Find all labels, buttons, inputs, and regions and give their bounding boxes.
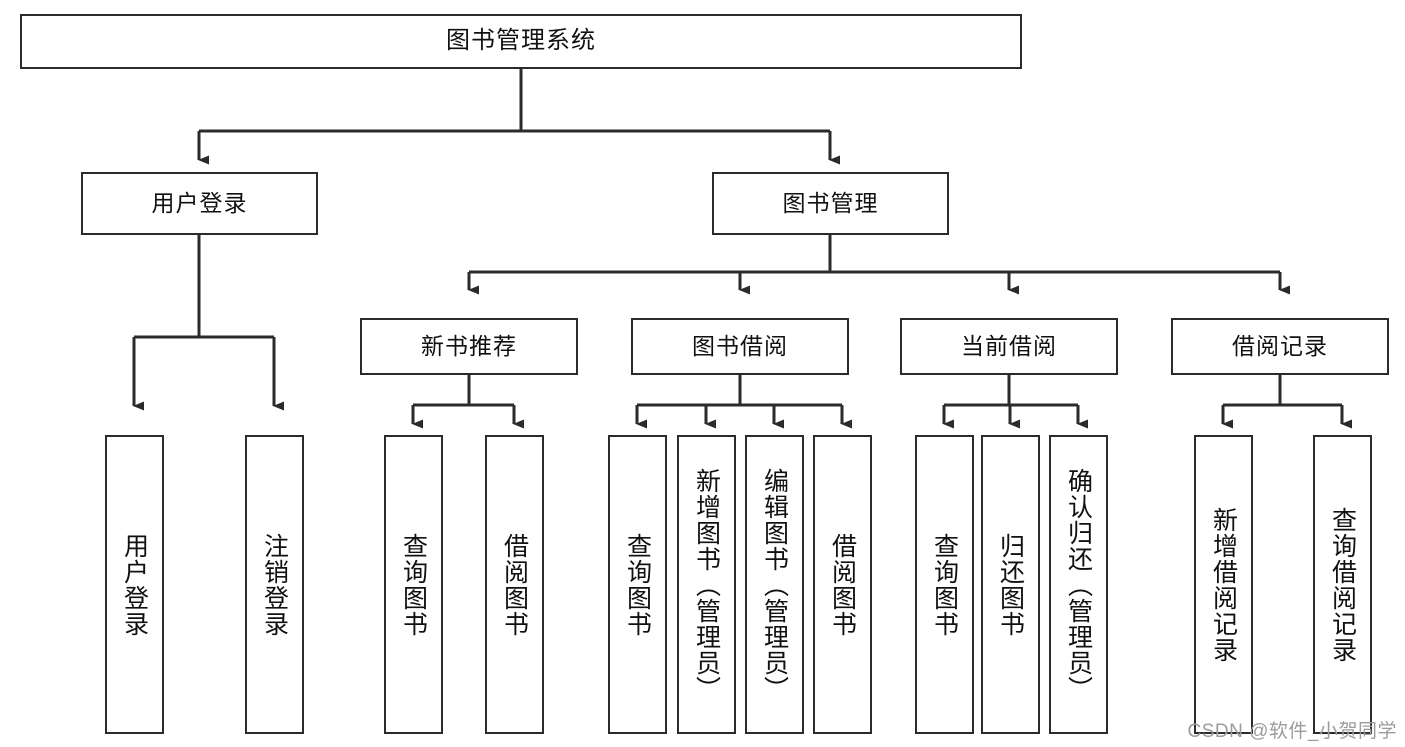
node-label: 图书借阅: [692, 332, 788, 359]
node-label: 确认归还（管理员）: [1064, 467, 1093, 702]
node-borrow-record[interactable]: 借阅记录: [1171, 318, 1389, 375]
node-book-management[interactable]: 图书管理: [712, 172, 949, 235]
node-label: 当前借阅: [961, 332, 1057, 359]
node-label: 借阅图书: [500, 532, 529, 637]
leaf-user-login-login[interactable]: 用户登录: [105, 435, 164, 734]
leaf-book-borrow-edit-book-admin[interactable]: 编辑图书（管理员）: [745, 435, 804, 734]
leaf-borrow-record-add-record[interactable]: 新增借阅记录: [1194, 435, 1253, 734]
node-label: 查询图书: [623, 532, 652, 637]
node-label: 归还图书: [996, 532, 1025, 637]
node-label: 借阅记录: [1232, 332, 1328, 359]
leaf-current-borrow-return-book[interactable]: 归还图书: [981, 435, 1040, 734]
node-current-borrow[interactable]: 当前借阅: [900, 318, 1118, 375]
leaf-new-book-query-book[interactable]: 查询图书: [384, 435, 443, 734]
leaf-current-borrow-confirm-return-admin[interactable]: 确认归还（管理员）: [1049, 435, 1108, 734]
leaf-user-login-logout[interactable]: 注销登录: [245, 435, 304, 734]
node-label: 借阅图书: [828, 532, 857, 637]
leaf-book-borrow-add-book-admin[interactable]: 新增图书（管理员）: [677, 435, 736, 734]
node-new-book-recommend[interactable]: 新书推荐: [360, 318, 578, 375]
node-label: 查询图书: [399, 532, 428, 637]
node-label: 查询借阅记录: [1328, 506, 1357, 663]
node-user-login[interactable]: 用户登录: [81, 172, 318, 235]
node-label: 图书管理: [782, 189, 879, 216]
node-label: 查询图书: [930, 532, 959, 637]
node-label: 注销登录: [260, 532, 289, 637]
leaf-new-book-borrow-book[interactable]: 借阅图书: [485, 435, 544, 734]
leaf-borrow-record-query-record[interactable]: 查询借阅记录: [1313, 435, 1372, 734]
node-label: 用户登录: [120, 532, 149, 637]
leaf-book-borrow-borrow-book[interactable]: 借阅图书: [813, 435, 872, 734]
node-label: 图书管理系统: [446, 27, 596, 55]
node-label: 新增借阅记录: [1209, 506, 1238, 663]
node-label: 新书推荐: [421, 332, 517, 359]
node-book-borrow[interactable]: 图书借阅: [631, 318, 849, 375]
node-label: 编辑图书（管理员）: [760, 467, 789, 702]
node-label: 用户登录: [151, 189, 248, 216]
node-label: 新增图书（管理员）: [692, 467, 721, 702]
leaf-current-borrow-query-book[interactable]: 查询图书: [915, 435, 974, 734]
node-root-book-management-system[interactable]: 图书管理系统: [20, 14, 1022, 69]
leaf-book-borrow-query-book[interactable]: 查询图书: [608, 435, 667, 734]
